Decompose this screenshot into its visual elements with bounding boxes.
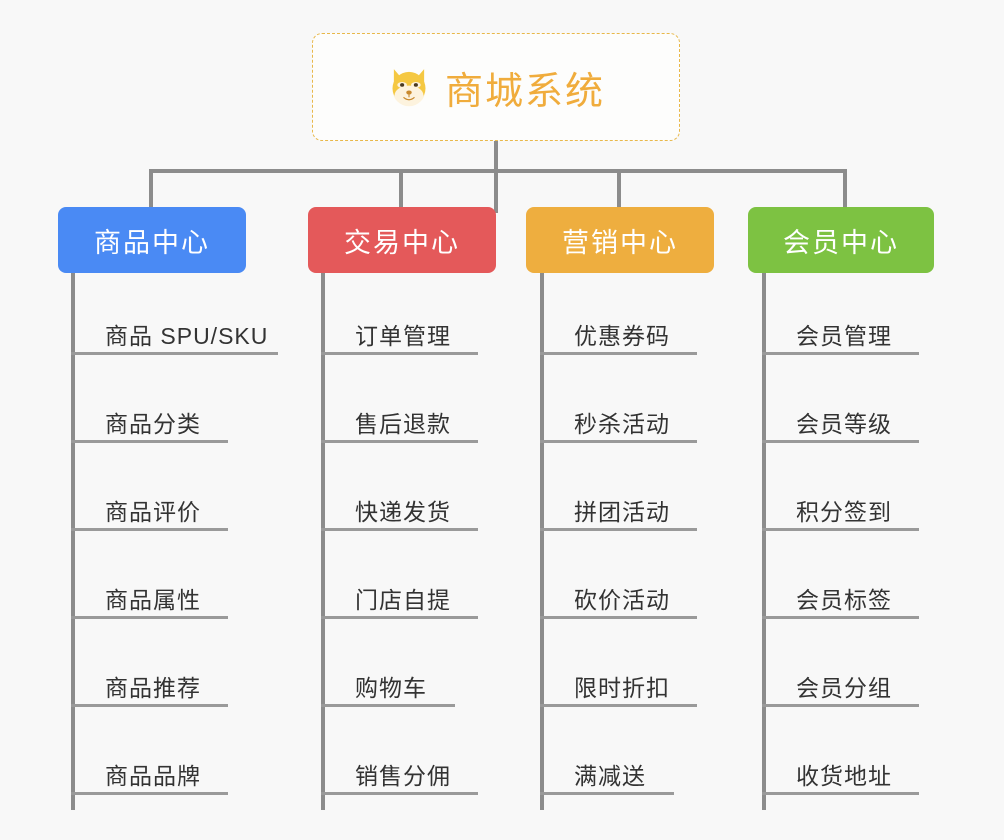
- leaf-item[interactable]: 积分签到: [762, 443, 919, 531]
- leaf-label: 商品品牌: [105, 762, 201, 789]
- root-title: 商城系统: [444, 70, 605, 113]
- branch-header-2[interactable]: 交易中心: [308, 207, 496, 273]
- leaf-label: 会员分组: [796, 674, 892, 701]
- leaf-item[interactable]: 商品分类: [71, 355, 228, 443]
- leaf-label: 会员等级: [796, 410, 892, 437]
- leaf-label: 满减送: [574, 762, 646, 789]
- root-stem-line: [494, 141, 498, 213]
- leaf-item[interactable]: 砍价活动: [540, 531, 697, 619]
- branch-header-label: 会员中心: [783, 227, 899, 258]
- leaf-label: 秒杀活动: [574, 410, 670, 437]
- leaf-label: 订单管理: [355, 322, 451, 349]
- branch-header-4[interactable]: 会员中心: [748, 207, 934, 273]
- leaf-label: 快递发货: [355, 498, 451, 525]
- leaf-label: 会员管理: [796, 322, 892, 349]
- branch-trunk-1: [71, 273, 75, 810]
- leaf-label: 销售分佣: [355, 762, 451, 789]
- leaf-item[interactable]: 秒杀活动: [540, 355, 697, 443]
- leaf-label: 商品评价: [105, 498, 201, 525]
- leaf-item[interactable]: 会员管理: [762, 267, 919, 355]
- leaf-item[interactable]: 购物车: [321, 619, 455, 707]
- leaf-label: 砍价活动: [574, 586, 670, 613]
- leaf-label: 积分签到: [796, 498, 892, 525]
- leaf-item[interactable]: 商品品牌: [71, 707, 228, 795]
- leaf-label: 商品属性: [105, 586, 201, 613]
- branch-trunk-4: [762, 273, 766, 810]
- leaf-item[interactable]: 会员标签: [762, 531, 919, 619]
- leaf-label: 售后退款: [355, 410, 451, 437]
- leaf-label: 限时折扣: [574, 674, 670, 701]
- leaf-label: 商品 SPU/SKU: [105, 322, 269, 349]
- leaf-item[interactable]: 收货地址: [762, 707, 919, 795]
- leaf-label: 收货地址: [796, 762, 892, 789]
- leaf-item[interactable]: 满减送: [540, 707, 674, 795]
- branch-drop-line-2: [399, 169, 403, 211]
- branch-drop-line-1: [149, 169, 153, 211]
- branch-header-label: 交易中心: [344, 227, 460, 258]
- leaf-item[interactable]: 限时折扣: [540, 619, 697, 707]
- branch-bus-line: [149, 169, 847, 173]
- leaf-item[interactable]: 售后退款: [321, 355, 478, 443]
- branch-header-3[interactable]: 营销中心: [526, 207, 714, 273]
- leaf-item[interactable]: 商品 SPU/SKU: [71, 267, 278, 355]
- branch-header-label: 商品中心: [94, 227, 210, 258]
- leaf-label: 优惠券码: [574, 322, 670, 349]
- leaf-item[interactable]: 优惠券码: [540, 267, 697, 355]
- leaf-label: 拼团活动: [574, 498, 670, 525]
- branch-trunk-2: [321, 273, 325, 810]
- root-node[interactable]: 商城系统: [312, 33, 680, 141]
- branch-header-label: 营销中心: [562, 227, 678, 258]
- branch-trunk-3: [540, 273, 544, 810]
- leaf-item[interactable]: 商品属性: [71, 531, 228, 619]
- leaf-label: 购物车: [355, 674, 427, 701]
- leaf-item[interactable]: 拼团活动: [540, 443, 697, 531]
- leaf-item[interactable]: 门店自提: [321, 531, 478, 619]
- branch-drop-line-4: [843, 169, 847, 211]
- branch-header-1[interactable]: 商品中心: [58, 207, 246, 273]
- leaf-item[interactable]: 订单管理: [321, 267, 478, 355]
- leaf-item[interactable]: 商品推荐: [71, 619, 228, 707]
- dog-face-icon: [387, 65, 431, 109]
- leaf-label: 会员标签: [796, 586, 892, 613]
- leaf-label: 商品分类: [105, 410, 201, 437]
- leaf-item[interactable]: 快递发货: [321, 443, 478, 531]
- branch-drop-line-3: [617, 169, 621, 211]
- leaf-label: 门店自提: [355, 586, 451, 613]
- leaf-item[interactable]: 商品评价: [71, 443, 228, 531]
- leaf-item[interactable]: 会员分组: [762, 619, 919, 707]
- leaf-label: 商品推荐: [105, 674, 201, 701]
- leaf-item[interactable]: 会员等级: [762, 355, 919, 443]
- leaf-item[interactable]: 销售分佣: [321, 707, 478, 795]
